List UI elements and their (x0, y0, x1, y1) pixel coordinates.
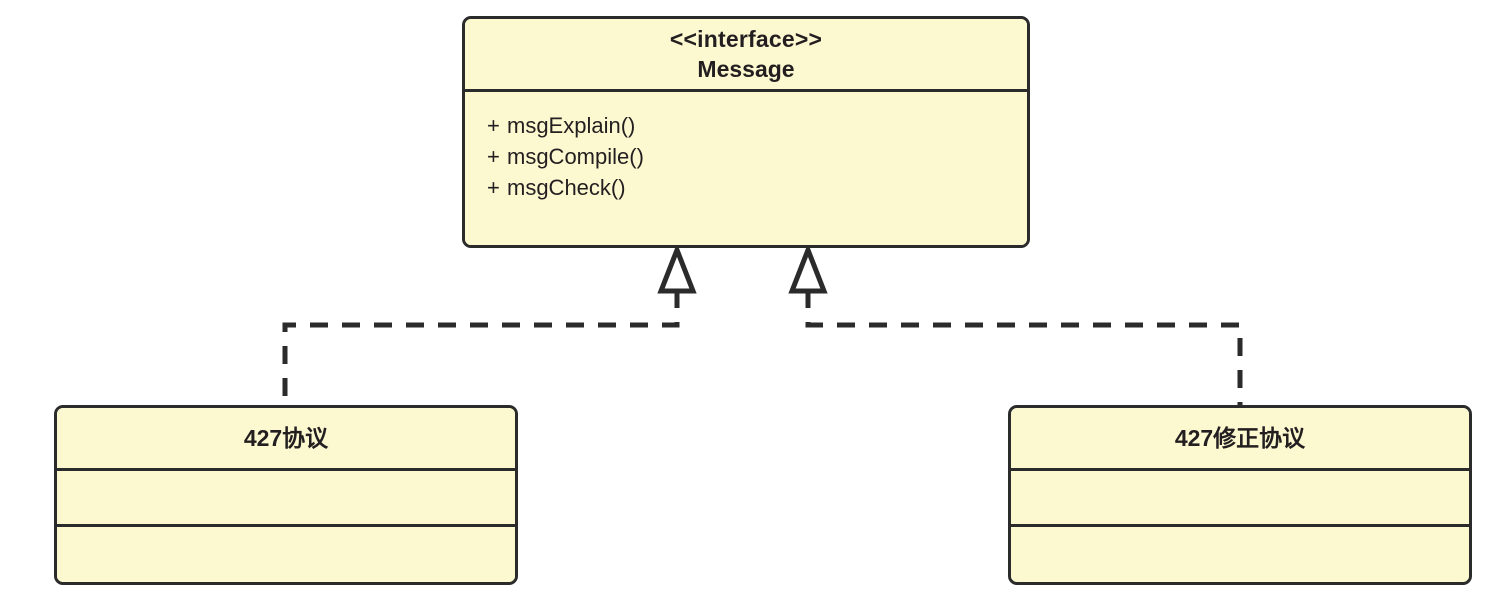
protocol-427-attributes-compartment (57, 468, 515, 524)
operation-row: + msgCheck() (487, 172, 1027, 203)
uml-class-message[interactable]: <<interface>> Message + msgExplain() + msg… (462, 16, 1030, 248)
operation-signature: msgExplain() (507, 113, 636, 138)
visibility-marker: + (487, 113, 500, 138)
protocol-427-revised-attributes-compartment (1011, 468, 1469, 524)
operation-signature: msgCheck() (507, 175, 626, 200)
operation-row: + msgExplain() (487, 110, 1027, 141)
message-operations-compartment: + msgExplain() + msgCompile() + msgCheck() (465, 89, 1027, 245)
protocol-427-revised-header-compartment: 427修正协议 (1011, 408, 1469, 468)
message-header-compartment: <<interface>> Message (465, 19, 1027, 89)
operation-signature: msgCompile() (507, 144, 644, 169)
uml-class-427-revised-protocol[interactable]: 427修正协议 (1008, 405, 1472, 585)
realization-edge-protocol-427 (282, 243, 697, 405)
visibility-marker: + (487, 144, 500, 169)
operation-row: + msgCompile() (487, 141, 1027, 172)
realization-dashed-line-right (805, 290, 1243, 405)
visibility-marker: + (487, 175, 500, 200)
message-stereotype: <<interface>> (669, 26, 823, 52)
hollow-triangle-arrowhead-left (657, 243, 697, 294)
uml-class-427-protocol[interactable]: 427协议 (54, 405, 518, 585)
protocol-427-header-compartment: 427协议 (57, 408, 515, 468)
realization-edge-protocol-427-revised (788, 243, 1243, 405)
message-class-name: Message (697, 56, 795, 82)
hollow-triangle-arrowhead-right (788, 243, 828, 294)
protocol-427-operations-compartment (57, 524, 515, 579)
protocol-427-revised-class-name: 427修正协议 (1174, 425, 1306, 451)
realization-dashed-line-left (282, 290, 680, 405)
protocol-427-revised-operations-compartment (1011, 524, 1469, 579)
protocol-427-class-name: 427协议 (243, 425, 329, 451)
